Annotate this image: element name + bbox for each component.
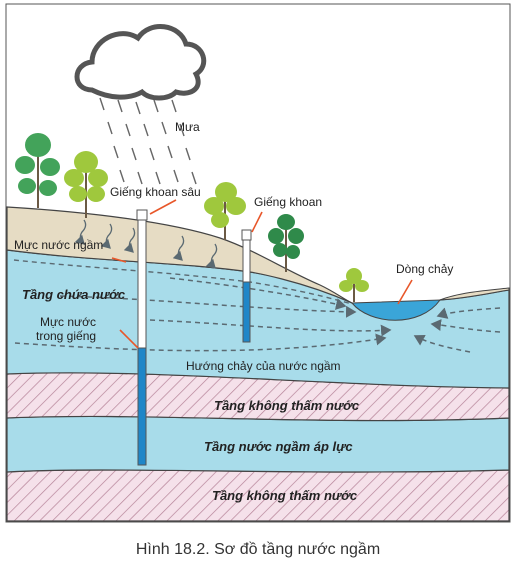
infiltration-arrows: [74, 219, 218, 269]
label-well: Giếng khoan: [254, 195, 322, 209]
rain-lines: [99, 97, 197, 185]
pointer-well: [251, 211, 263, 233]
label-rain: Mưa: [175, 120, 200, 134]
tree-icon: [15, 133, 60, 208]
shallow-well: [241, 229, 252, 343]
tree-icon: [64, 151, 108, 218]
tree-icon: [268, 214, 304, 272]
flow-arrow: [149, 319, 392, 337]
flow-arrow: [14, 333, 387, 352]
label-well-level-2: trong giếng: [36, 329, 96, 343]
pointer-well-level: [119, 329, 139, 349]
stream-basin: [350, 299, 441, 321]
label-pressure-aquifer: Tầng nước ngầm áp lực: [204, 439, 353, 454]
pointer-water-table: [111, 257, 127, 263]
label-well-level-1: Mực nước: [40, 315, 96, 329]
label-stream: Dòng chảy: [396, 262, 453, 276]
label-impermeable-top: Tầng không thấm nước: [214, 398, 360, 413]
flow-arrow: [413, 334, 471, 353]
label-water-table: Mực nước ngầm: [14, 238, 103, 252]
label-impermeable-bottom: Tầng không thấm nước: [212, 488, 358, 503]
figure-caption: Hình 18.2. Sơ đồ tầng nước ngầm: [136, 541, 380, 558]
label-flow-direction: Hướng chảy của nước ngầm: [186, 359, 341, 373]
soil-layer-right: [439, 287, 510, 301]
tree-icon: [339, 268, 369, 302]
pointer-stream: [397, 279, 413, 305]
label-aquifer: Tầng chứa nước: [22, 287, 126, 302]
tree-icon: [204, 182, 246, 240]
cloud-icon: [74, 24, 207, 101]
label-deep-well: Giếng khoan sâu: [110, 185, 201, 199]
deep-well: [136, 209, 148, 466]
flow-arrow: [59, 295, 357, 318]
pointer-deep-well: [149, 199, 177, 215]
flow-arrow: [430, 319, 501, 333]
flow-arrow: [436, 307, 501, 319]
